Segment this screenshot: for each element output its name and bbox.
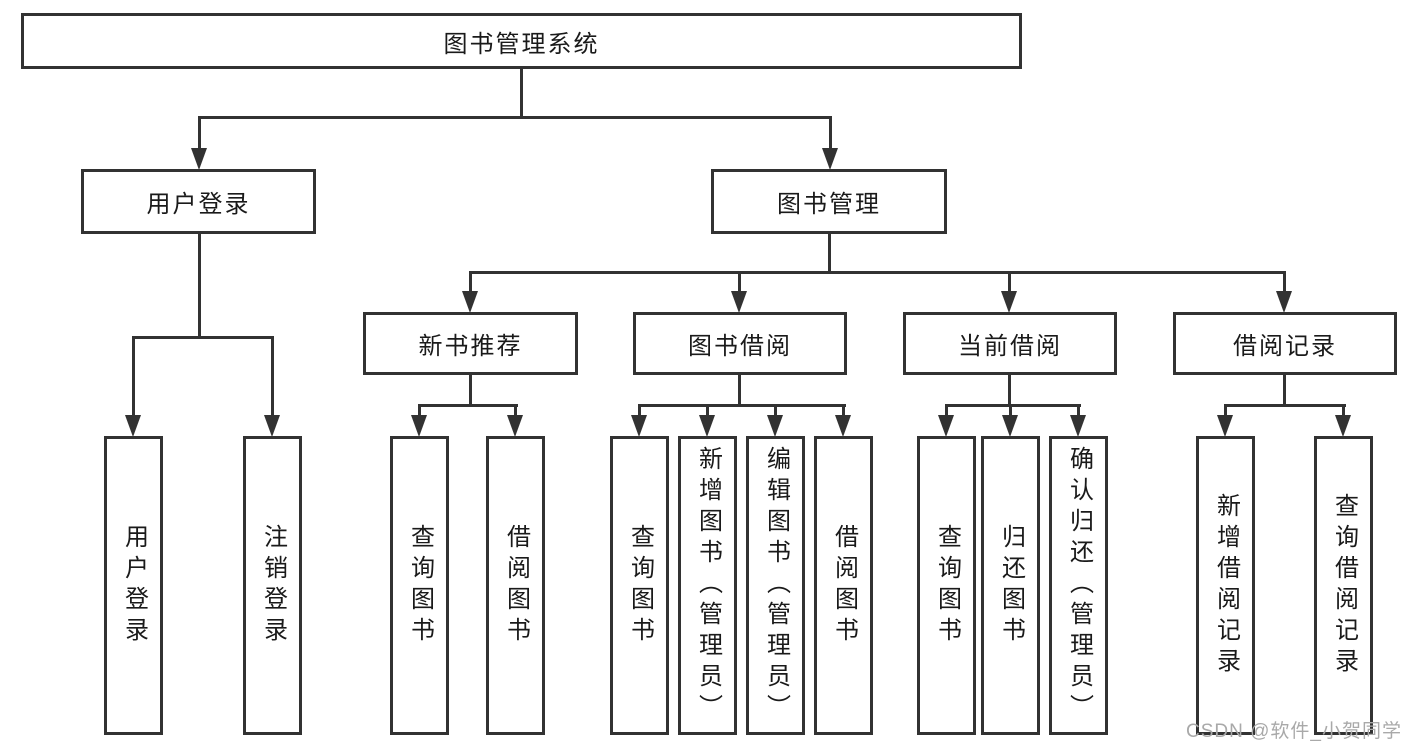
leaf-user-login: 用户登录 [104, 436, 163, 735]
arrow-down-icon [938, 415, 954, 437]
connector [1342, 404, 1345, 418]
connector [738, 373, 741, 407]
connector [829, 116, 832, 150]
arrow-down-icon [264, 415, 280, 437]
connector [198, 116, 201, 150]
arrow-down-icon [1335, 415, 1351, 437]
arrow-down-icon [125, 415, 141, 437]
connector [514, 404, 517, 418]
connector [1283, 373, 1286, 407]
node-new-book-recommend: 新书推荐 [363, 312, 578, 375]
leaf-confirm-return-admin: 确认归还（管理员） [1049, 436, 1108, 735]
connector [1008, 271, 1011, 293]
connector [1224, 404, 1346, 407]
arrow-down-icon [835, 415, 851, 437]
connector [1008, 373, 1011, 407]
arrow-down-icon [631, 415, 647, 437]
leaf-logout: 注销登录 [243, 436, 302, 735]
connector [271, 336, 274, 417]
connector [469, 271, 472, 293]
csdn-watermark: CSDN @软件_小贺同学 [1186, 721, 1402, 742]
leaf-query-book-1: 查询图书 [390, 436, 449, 735]
connector [638, 404, 846, 407]
connector [469, 373, 472, 407]
leaf-add-borrow-record: 新增借阅记录 [1196, 436, 1255, 735]
connector [945, 404, 1081, 407]
connector [706, 404, 709, 418]
arrow-down-icon [1002, 415, 1018, 437]
leaf-query-borrow-record: 查询借阅记录 [1314, 436, 1373, 735]
arrow-down-icon [1276, 291, 1292, 313]
connector [842, 404, 845, 418]
connector [469, 271, 1286, 274]
connector [520, 67, 523, 119]
leaf-add-book-admin: 新增图书（管理员） [678, 436, 737, 735]
leaf-borrow-book-1: 借阅图书 [486, 436, 545, 735]
connector [945, 404, 948, 418]
node-book-borrow: 图书借阅 [633, 312, 847, 375]
connector [1009, 404, 1012, 418]
node-borrow-record: 借阅记录 [1173, 312, 1397, 375]
connector [132, 336, 135, 417]
node-book-management: 图书管理 [711, 169, 947, 234]
node-user-login: 用户登录 [81, 169, 316, 234]
node-current-borrow: 当前借阅 [903, 312, 1117, 375]
connector [418, 404, 421, 418]
arrow-down-icon [462, 291, 478, 313]
connector [1224, 404, 1227, 418]
leaf-edit-book-admin: 编辑图书（管理员） [746, 436, 805, 735]
arrow-down-icon [822, 148, 838, 170]
node-root: 图书管理系统 [21, 13, 1022, 69]
arrow-down-icon [699, 415, 715, 437]
arrow-down-icon [767, 415, 783, 437]
connector [132, 336, 274, 339]
arrow-down-icon [731, 291, 747, 313]
connector [198, 116, 832, 119]
leaf-query-book-3: 查询图书 [917, 436, 976, 735]
connector [738, 271, 741, 293]
arrow-down-icon [411, 415, 427, 437]
connector [1283, 271, 1286, 293]
connector [418, 404, 518, 407]
arrow-down-icon [1001, 291, 1017, 313]
arrow-down-icon [1217, 415, 1233, 437]
arrow-down-icon [507, 415, 523, 437]
connector [198, 232, 201, 338]
connector [638, 404, 641, 418]
leaf-query-book-2: 查询图书 [610, 436, 669, 735]
leaf-borrow-book-2: 借阅图书 [814, 436, 873, 735]
connector [774, 404, 777, 418]
leaf-return-book: 归还图书 [981, 436, 1040, 735]
connector [828, 232, 831, 274]
connector [1077, 404, 1080, 418]
arrow-down-icon [191, 148, 207, 170]
arrow-down-icon [1070, 415, 1086, 437]
